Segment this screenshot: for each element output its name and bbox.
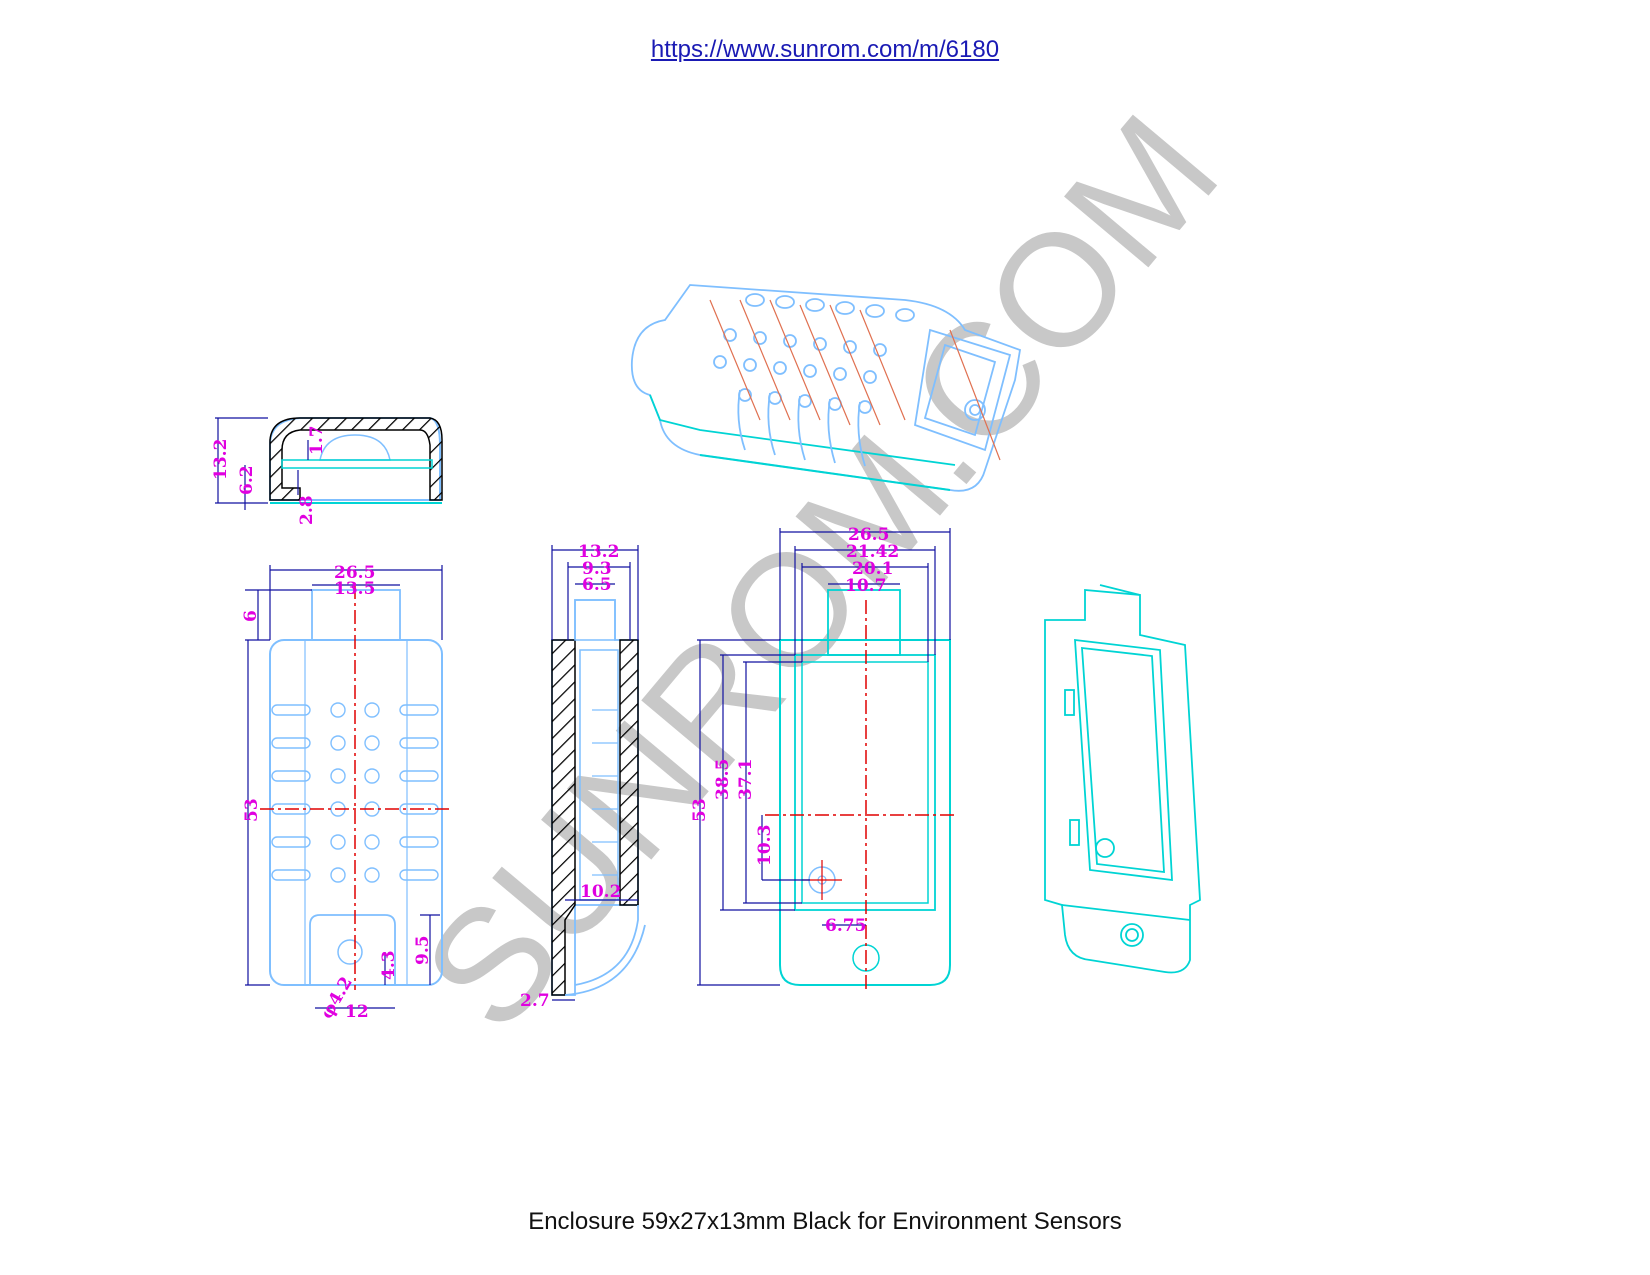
dim-side-depth: 13.2: [578, 542, 619, 562]
dim-top-height: 13.2: [211, 439, 231, 480]
side-view: [551, 545, 646, 1001]
dim-back-hole-y: 10.3: [755, 825, 775, 866]
dim-back-tab: 10.7: [845, 576, 886, 596]
isometric-view-closed: [630, 284, 1022, 492]
dim-back-width: 26.5: [848, 525, 889, 545]
dim-back-height: 53: [690, 798, 710, 822]
dim-front-tab-height: 6: [241, 610, 261, 622]
dim-side-cavity: 10.2: [580, 882, 621, 902]
dim-back-h2: 37.1: [736, 759, 756, 800]
dim-front-height: 53: [242, 798, 262, 822]
dim-back-h1: 38.5: [713, 759, 733, 800]
front-view: [245, 565, 450, 1009]
dim-front-hole-offset: 4.3: [379, 950, 399, 980]
dim-side-wall: 2.7: [520, 991, 550, 1011]
back-view: [697, 528, 955, 990]
isometric-view-open: [1044, 584, 1201, 974]
dim-top-wall: 1.7: [307, 425, 327, 455]
dim-top-inner: 6.2: [237, 465, 257, 495]
source-url-link[interactable]: https://www.sunrom.com/m/6180: [650, 36, 1000, 63]
dim-back-inner2: 20.1: [852, 559, 893, 579]
top-section-view: [215, 417, 443, 510]
dim-side-inner1: 9.3: [582, 559, 612, 579]
dim-front-slot-height: 9.5: [413, 935, 433, 965]
watermark: SUNROM.COM: [389, 82, 1252, 1062]
page-caption: Enclosure 59x27x13mm Black for Environme…: [528, 1208, 1122, 1235]
dim-back-hole-x: 6.75: [825, 916, 866, 936]
dim-front-tab-width: 13.5: [334, 579, 375, 599]
dim-top-base: 2.8: [297, 495, 317, 525]
dim-front-slot-width: 12: [345, 1002, 369, 1022]
dim-front-width: 26.5: [334, 563, 375, 583]
dim-back-inner1: 21.42: [846, 542, 899, 562]
dim-side-inner2: 6.5: [582, 575, 612, 595]
